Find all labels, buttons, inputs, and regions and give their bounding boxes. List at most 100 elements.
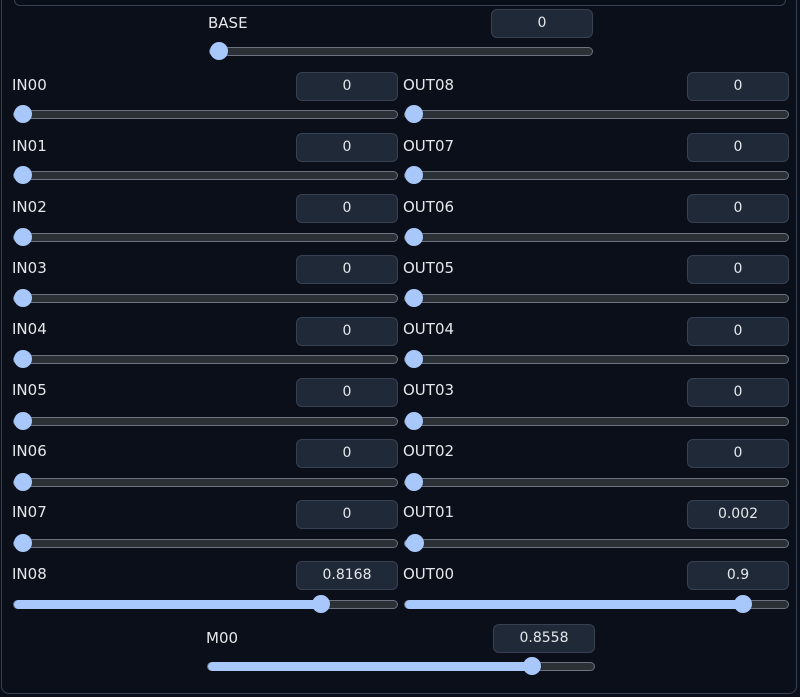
slider-in02-label: IN02 xyxy=(12,198,47,216)
slider-in04-label: IN04 xyxy=(12,320,47,338)
slider-in06-thumb[interactable] xyxy=(14,473,32,491)
slider-in06-number-input[interactable]: 0 xyxy=(296,439,398,468)
slider-out06-track[interactable] xyxy=(404,228,789,246)
slider-in03-label: IN03 xyxy=(12,259,47,277)
slider-out01-track[interactable] xyxy=(404,534,789,552)
slider-in03-thumb[interactable] xyxy=(14,289,32,307)
slider-out02-thumb[interactable] xyxy=(405,473,423,491)
slider-out01-number-input[interactable]: 0.002 xyxy=(687,500,789,529)
slider-out01: OUT01 0.002 xyxy=(403,500,790,554)
slider-in05-label: IN05 xyxy=(12,381,47,399)
slider-out00-label: OUT00 xyxy=(403,565,455,583)
slider-in08-number-input[interactable]: 0.8168 xyxy=(296,561,398,590)
slider-out04-thumb[interactable] xyxy=(405,350,423,368)
slider-out00-track[interactable] xyxy=(404,595,789,613)
slider-in06: IN06 0 xyxy=(12,439,400,493)
slider-in03-track[interactable] xyxy=(13,289,398,307)
slider-in01-number-input[interactable]: 0 xyxy=(296,133,398,162)
slider-m00-fill xyxy=(208,662,532,671)
slider-out06-number-input[interactable]: 0 xyxy=(687,194,789,223)
slider-in03: IN03 0 xyxy=(12,255,400,309)
slider-out07: OUT07 0 xyxy=(403,133,790,187)
slider-out00-number-input[interactable]: 0.9 xyxy=(687,561,789,590)
slider-out08: OUT08 0 xyxy=(403,72,790,126)
slider-out02: OUT02 0 xyxy=(403,439,790,493)
slider-out05-number-input[interactable]: 0 xyxy=(687,255,789,284)
slider-in05-number-input[interactable]: 0 xyxy=(296,378,398,407)
slider-in01-thumb[interactable] xyxy=(14,166,32,184)
slider-in03-number-input[interactable]: 0 xyxy=(296,255,398,284)
slider-out07-thumb[interactable] xyxy=(405,166,423,184)
slider-in05-thumb[interactable] xyxy=(14,412,32,430)
slider-out05-track[interactable] xyxy=(404,289,789,307)
slider-out04: OUT04 0 xyxy=(403,317,790,371)
slider-in07: IN07 0 xyxy=(12,500,400,554)
slider-in08-thumb[interactable] xyxy=(312,595,331,613)
slider-in01: IN01 0 xyxy=(12,133,400,187)
slider-out05-label: OUT05 xyxy=(403,259,455,277)
slider-out05-thumb[interactable] xyxy=(405,289,423,307)
slider-out06: OUT06 0 xyxy=(403,194,790,248)
slider-in01-label: IN01 xyxy=(12,137,47,155)
slider-out02-track[interactable] xyxy=(404,473,789,491)
slider-in02: IN02 0 xyxy=(12,194,400,248)
slider-in07-track[interactable] xyxy=(13,534,398,552)
slider-out00: OUT00 0.9 xyxy=(403,561,790,615)
slider-out08-label: OUT08 xyxy=(403,76,455,94)
slider-out03: OUT03 0 xyxy=(403,378,790,432)
slider-in00: IN00 0 xyxy=(12,72,400,126)
slider-base-thumb[interactable] xyxy=(210,42,228,60)
slider-base-number-input[interactable]: 0 xyxy=(491,9,593,38)
slider-in02-track[interactable] xyxy=(13,228,398,246)
slider-out01-thumb[interactable] xyxy=(405,534,424,552)
panel-top-section xyxy=(14,0,786,6)
slider-in02-thumb[interactable] xyxy=(14,228,32,246)
slider-in06-label: IN06 xyxy=(12,442,47,460)
slider-in05-track[interactable] xyxy=(13,412,398,430)
slider-in08-fill xyxy=(14,600,322,609)
slider-out07-number-input[interactable]: 0 xyxy=(687,133,789,162)
slider-in04: IN04 0 xyxy=(12,317,400,371)
slider-out08-track[interactable] xyxy=(404,105,789,123)
slider-in01-track[interactable] xyxy=(13,166,398,184)
slider-out03-number-input[interactable]: 0 xyxy=(687,378,789,407)
slider-out00-fill xyxy=(405,600,743,609)
slider-in04-thumb[interactable] xyxy=(14,350,32,368)
slider-in08: IN08 0.8168 xyxy=(12,561,400,615)
slider-m00-number-input[interactable]: 0.8558 xyxy=(493,624,595,653)
slider-out04-number-input[interactable]: 0 xyxy=(687,317,789,346)
slider-base: BASE 0 xyxy=(208,9,595,64)
slider-in00-number-input[interactable]: 0 xyxy=(296,72,398,101)
slider-in00-track[interactable] xyxy=(13,105,398,123)
slider-m00-thumb[interactable] xyxy=(522,657,541,675)
slider-in04-track[interactable] xyxy=(13,350,398,368)
slider-out06-thumb[interactable] xyxy=(405,228,423,246)
slider-in08-track[interactable] xyxy=(13,595,398,613)
slider-out08-thumb[interactable] xyxy=(405,105,423,123)
slider-in00-label: IN00 xyxy=(12,76,47,94)
slider-out04-track[interactable] xyxy=(404,350,789,368)
slider-out03-track[interactable] xyxy=(404,412,789,430)
slider-out02-label: OUT02 xyxy=(403,442,455,460)
slider-out08-number-input[interactable]: 0 xyxy=(687,72,789,101)
slider-out02-number-input[interactable]: 0 xyxy=(687,439,789,468)
slider-in07-number-input[interactable]: 0 xyxy=(296,500,398,529)
slider-out03-thumb[interactable] xyxy=(405,412,423,430)
slider-in07-label: IN07 xyxy=(12,503,47,521)
slider-out07-label: OUT07 xyxy=(403,137,455,155)
slider-in04-number-input[interactable]: 0 xyxy=(296,317,398,346)
slider-out07-track[interactable] xyxy=(404,166,789,184)
slider-base-label: BASE xyxy=(208,14,248,32)
slider-out05: OUT05 0 xyxy=(403,255,790,309)
slider-m00-track[interactable] xyxy=(207,657,595,675)
slider-in02-number-input[interactable]: 0 xyxy=(296,194,398,223)
slider-in06-track[interactable] xyxy=(13,473,398,491)
slider-base-track[interactable] xyxy=(209,42,593,60)
slider-out06-label: OUT06 xyxy=(403,198,455,216)
slider-in08-label: IN08 xyxy=(12,565,47,583)
slider-out00-thumb[interactable] xyxy=(733,595,752,613)
slider-in00-thumb[interactable] xyxy=(14,105,32,123)
slider-m00: M00 0.8558 xyxy=(206,624,596,679)
slider-in07-thumb[interactable] xyxy=(14,534,32,552)
